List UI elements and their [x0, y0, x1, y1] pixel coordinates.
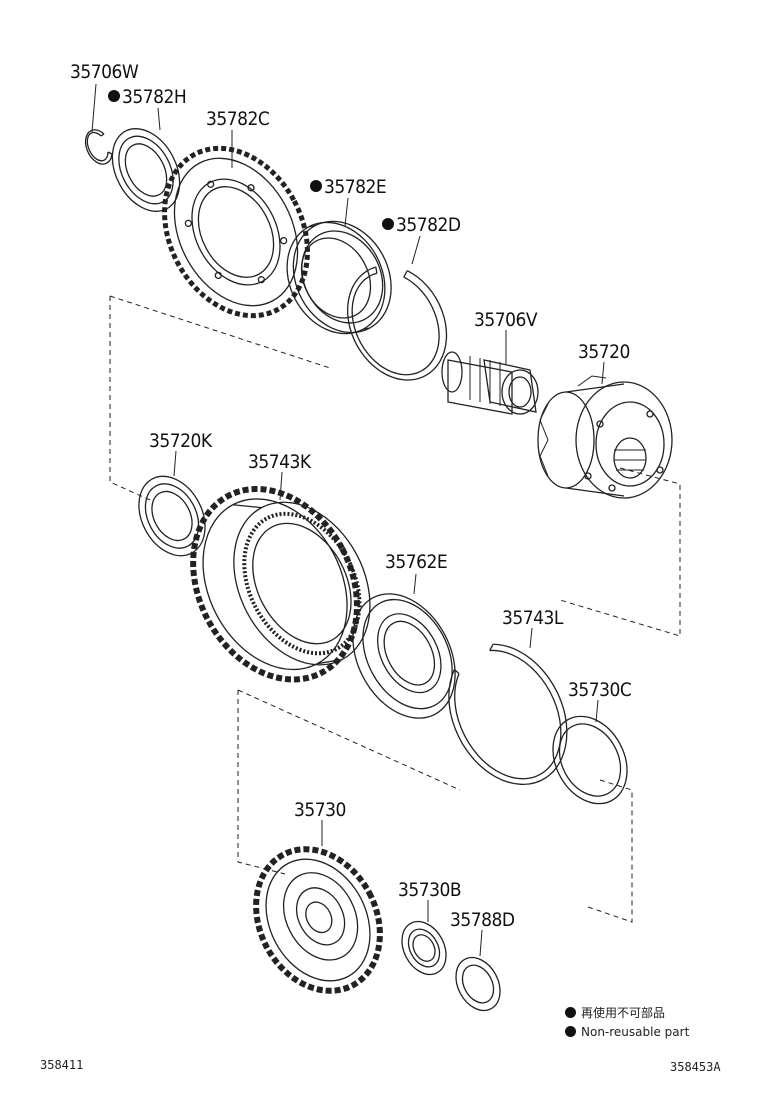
- part-label-35730: 35730: [294, 799, 346, 821]
- bearing-race-35782e: [286, 220, 392, 335]
- alignment-frame-lower: [237, 689, 633, 923]
- washer-35730c: [552, 715, 628, 805]
- leader-lines: [91, 83, 605, 957]
- washer-35788d: [455, 956, 501, 1012]
- part-label-35782e: 35782E: [310, 178, 387, 197]
- part-label-35782c: 35782C: [206, 108, 270, 130]
- snap-ring-35743l: [448, 643, 568, 785]
- legend-english: Non-reusable part: [565, 1026, 689, 1038]
- snap-ring-35782d: [347, 266, 448, 381]
- bearing-35762e: [352, 593, 456, 719]
- planetary-carrier-35720: [537, 375, 673, 499]
- part-label-35706v: 35706V: [474, 309, 538, 331]
- gear-35782c: [162, 145, 310, 319]
- non-reusable-marker: [310, 180, 322, 192]
- alignment-frame-upper: [109, 295, 681, 637]
- part-label-35706w: 35706W: [70, 61, 139, 83]
- part-label-35730b: 35730B: [398, 879, 462, 901]
- part-label-35762e: 35762E: [385, 551, 448, 573]
- part-label-35720: 35720: [578, 341, 630, 363]
- part-label-35743l: 35743L: [502, 607, 563, 629]
- legend-japanese: 再使用不可部品: [565, 1007, 665, 1019]
- sun-gear-35730: [253, 846, 383, 994]
- figure-code-left: 358411: [40, 1058, 84, 1072]
- non-reusable-marker: [108, 90, 120, 102]
- part-label-35782h: 35782H: [108, 88, 187, 107]
- part-label-35720k: 35720K: [149, 430, 212, 452]
- snap-ring-35706w: [84, 129, 113, 165]
- clutch-drum-35743k: [190, 485, 371, 683]
- legend-marker-dot: [565, 1007, 576, 1018]
- part-label-35782d: 35782D: [382, 216, 461, 235]
- bearing-35730b: [401, 920, 447, 976]
- part-label-35788d: 35788D: [450, 909, 515, 931]
- part-label-35730c: 35730C: [568, 679, 632, 701]
- legend-marker-dot: [565, 1026, 576, 1037]
- non-reusable-marker: [382, 218, 394, 230]
- thrust-washer-35782h: [111, 128, 181, 212]
- part-label-35743k: 35743K: [248, 451, 311, 473]
- splined-hub-35706v: [441, 351, 539, 415]
- figure-code-right: 358453A: [670, 1060, 721, 1074]
